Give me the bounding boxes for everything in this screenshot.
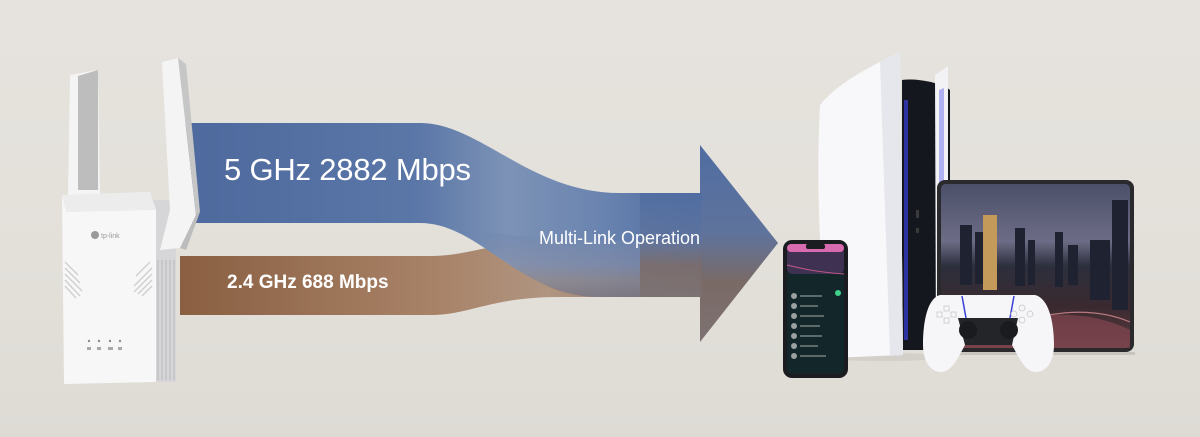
multi-link-operation-label: Multi-Link Operation [539, 228, 701, 248]
smartphone-device [783, 240, 848, 378]
band-24ghz-label: 2.4 GHz 688 Mbps [227, 272, 389, 293]
range-extender-device: tp-link [62, 58, 200, 384]
arrow-head-shape [700, 145, 778, 342]
tp-link-logo-icon [91, 231, 99, 239]
game-controller-device [923, 295, 1054, 372]
status-leds [87, 339, 122, 343]
band-5ghz-label: 5 GHz 2882 Mbps [224, 152, 471, 187]
svg-text:tp-link: tp-link [101, 233, 120, 240]
